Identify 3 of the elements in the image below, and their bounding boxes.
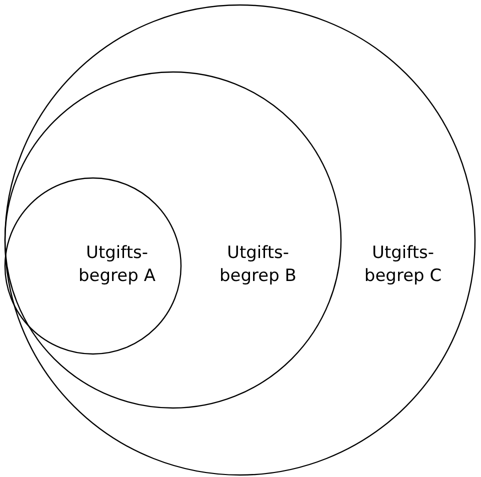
set-label: Utgifts- begrep B (218, 242, 298, 288)
set-label: Utgifts- begrep A (78, 242, 156, 288)
set-label: Utgifts- begrep C (363, 242, 443, 288)
